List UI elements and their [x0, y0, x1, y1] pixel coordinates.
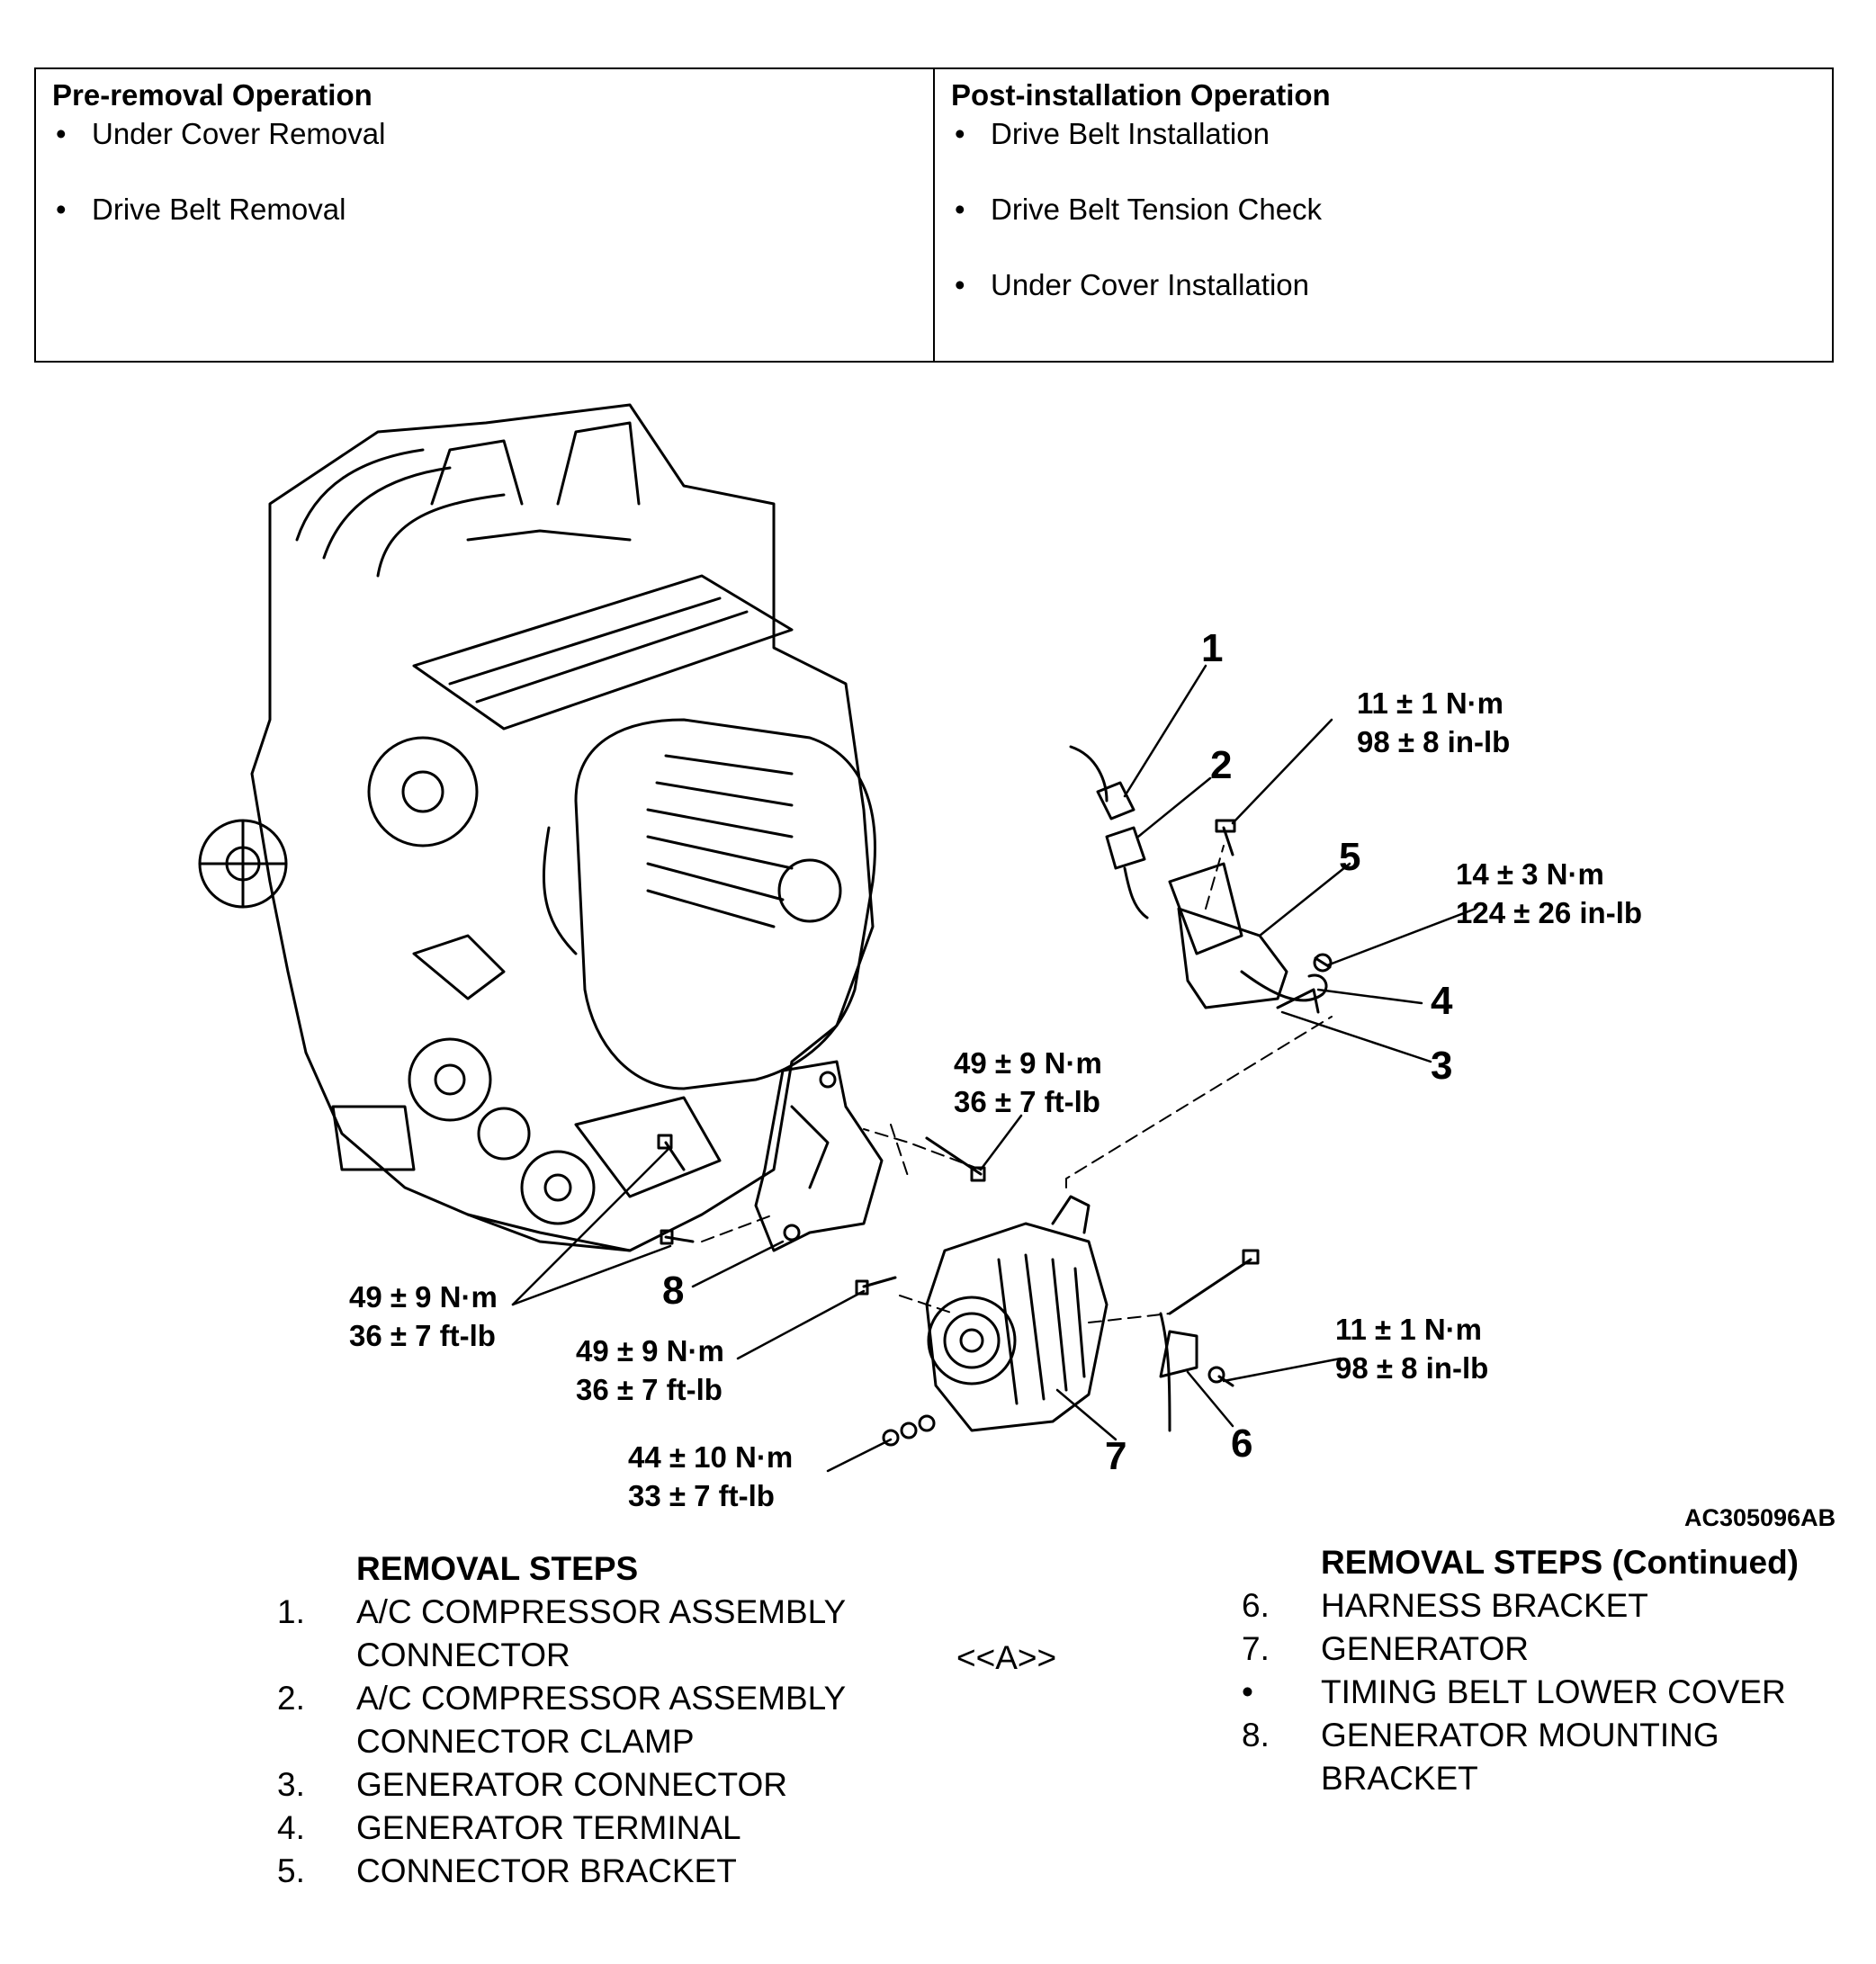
step-text: CONNECTOR BRACKET — [356, 1852, 737, 1889]
torque-spec: 49 ± 9 N·m 36 ± 7 ft-lb — [576, 1332, 724, 1409]
callout-2: 2 — [1210, 743, 1233, 787]
step-number: 3. — [277, 1766, 305, 1803]
removal-steps-title: REMOVAL STEPS — [356, 1550, 639, 1587]
torque-metric: 49 ± 9 N·m — [576, 1334, 724, 1368]
torque-spec: 11 ± 1 N·m 98 ± 8 in-lb — [1335, 1310, 1488, 1387]
pre-removal-list: Under Cover Removal Drive Belt Removal — [52, 114, 917, 265]
figure-id: AC305096AB — [1684, 1504, 1836, 1531]
post-installation-column: Post-installation Operation Drive Belt I… — [933, 69, 1832, 361]
removal-steps-list: REMOVAL STEPS 1. A/C COMPRESSOR ASSEMBLY … — [277, 1547, 914, 1893]
step-text: TIMING BELT LOWER COVER — [1321, 1673, 1786, 1710]
leader-lines — [511, 664, 1477, 1473]
post-installation-title: Post-installation Operation — [951, 78, 1331, 112]
post-installation-item: Under Cover Installation — [951, 265, 1816, 341]
reference-mark: <<A>> — [956, 1639, 1057, 1676]
list-item: 7. GENERATOR — [1242, 1628, 1876, 1671]
callout-1: 1 — [1201, 626, 1224, 670]
step-text: GENERATOR MOUNTING BRACKET — [1321, 1717, 1719, 1797]
torque-spec: 49 ± 9 N·m 36 ± 7 ft-lb — [954, 1044, 1102, 1121]
step-bullet: • — [1242, 1673, 1253, 1710]
torque-metric: 14 ± 3 N·m — [1456, 857, 1604, 891]
callout-3: 3 — [1431, 1044, 1453, 1088]
step-text: A/C COMPRESSOR ASSEMBLY CONNECTOR CLAMP — [356, 1680, 846, 1760]
torque-imperial: 36 ± 7 ft-lb — [954, 1085, 1100, 1118]
step-number: 2. — [277, 1680, 305, 1717]
post-installation-item: Drive Belt Installation — [951, 114, 1816, 190]
torque-spec: 14 ± 3 N·m 124 ± 26 in-lb — [1456, 855, 1642, 932]
step-text: GENERATOR — [1321, 1630, 1529, 1667]
step-text: GENERATOR CONNECTOR — [356, 1766, 787, 1803]
list-item: 3. GENERATOR CONNECTOR — [277, 1763, 914, 1807]
fasteners — [657, 819, 1333, 1447]
step-number: 1. — [277, 1593, 305, 1630]
list-item: 1. A/C COMPRESSOR ASSEMBLY CONNECTOR — [277, 1591, 914, 1677]
torque-imperial: 98 ± 8 in-lb — [1357, 725, 1511, 758]
list-item: 8. GENERATOR MOUNTING BRACKET — [1242, 1714, 1876, 1800]
mounting-bracket-drawing — [754, 1060, 884, 1252]
engine-illustration — [198, 403, 876, 1252]
torque-metric: 49 ± 9 N·m — [349, 1280, 498, 1314]
callout-6: 6 — [1231, 1421, 1253, 1466]
post-installation-item: Drive Belt Tension Check — [951, 190, 1816, 265]
removal-steps-continued-list: REMOVAL STEPS (Continued) 6. HARNESS BRAC… — [1242, 1541, 1876, 1800]
harness-and-bracket-drawing — [1069, 745, 1328, 1432]
torque-spec: 11 ± 1 N·m 98 ± 8 in-lb — [1357, 684, 1510, 761]
torque-imperial: 98 ± 8 in-lb — [1335, 1351, 1489, 1385]
torque-imperial: 36 ± 7 ft-lb — [349, 1319, 496, 1352]
generator-drawing — [925, 1195, 1109, 1432]
assembly-guide-lines — [701, 845, 1333, 1323]
torque-metric: 49 ± 9 N·m — [954, 1046, 1102, 1080]
list-item: 5. CONNECTOR BRACKET — [277, 1850, 914, 1893]
list-item: 2. A/C COMPRESSOR ASSEMBLY CONNECTOR CLAM… — [277, 1677, 914, 1763]
pre-removal-item: Drive Belt Removal — [52, 190, 917, 265]
callout-7: 7 — [1105, 1434, 1127, 1478]
list-item: 6. HARNESS BRACKET — [1242, 1584, 1876, 1628]
torque-spec: 49 ± 9 N·m 36 ± 7 ft-lb — [349, 1278, 498, 1355]
torque-metric: 11 ± 1 N·m — [1335, 1313, 1483, 1346]
step-text: HARNESS BRACKET — [1321, 1587, 1648, 1624]
callout-5: 5 — [1339, 835, 1361, 879]
step-number: 5. — [277, 1852, 305, 1889]
step-number: 4. — [277, 1809, 305, 1846]
step-text: GENERATOR TERMINAL — [356, 1809, 741, 1846]
pre-removal-column: Pre-removal Operation Under Cover Remova… — [36, 69, 933, 361]
torque-metric: 44 ± 10 N·m — [628, 1440, 794, 1474]
step-text: A/C COMPRESSOR ASSEMBLY CONNECTOR — [356, 1593, 846, 1673]
callout-8: 8 — [662, 1269, 685, 1313]
post-installation-list: Drive Belt Installation Drive Belt Tensi… — [951, 114, 1816, 341]
torque-imperial: 124 ± 26 in-lb — [1456, 896, 1643, 929]
step-number: 7. — [1242, 1630, 1270, 1667]
pre-removal-item: Under Cover Removal — [52, 114, 917, 190]
torque-spec: 44 ± 10 N·m 33 ± 7 ft-lb — [628, 1438, 793, 1515]
step-number: 6. — [1242, 1587, 1270, 1624]
torque-imperial: 33 ± 7 ft-lb — [628, 1479, 775, 1512]
pre-removal-title: Pre-removal Operation — [52, 78, 373, 112]
step-number: 8. — [1242, 1717, 1270, 1753]
callout-4: 4 — [1431, 979, 1453, 1023]
torque-imperial: 36 ± 7 ft-lb — [576, 1373, 723, 1406]
operations-table: Pre-removal Operation Under Cover Remova… — [34, 67, 1834, 363]
removal-steps-continued-title: REMOVAL STEPS (Continued) — [1321, 1544, 1800, 1581]
torque-metric: 11 ± 1 N·m — [1357, 686, 1504, 720]
list-item: • TIMING BELT LOWER COVER — [1242, 1671, 1876, 1714]
list-item: 4. GENERATOR TERMINAL — [277, 1807, 914, 1850]
